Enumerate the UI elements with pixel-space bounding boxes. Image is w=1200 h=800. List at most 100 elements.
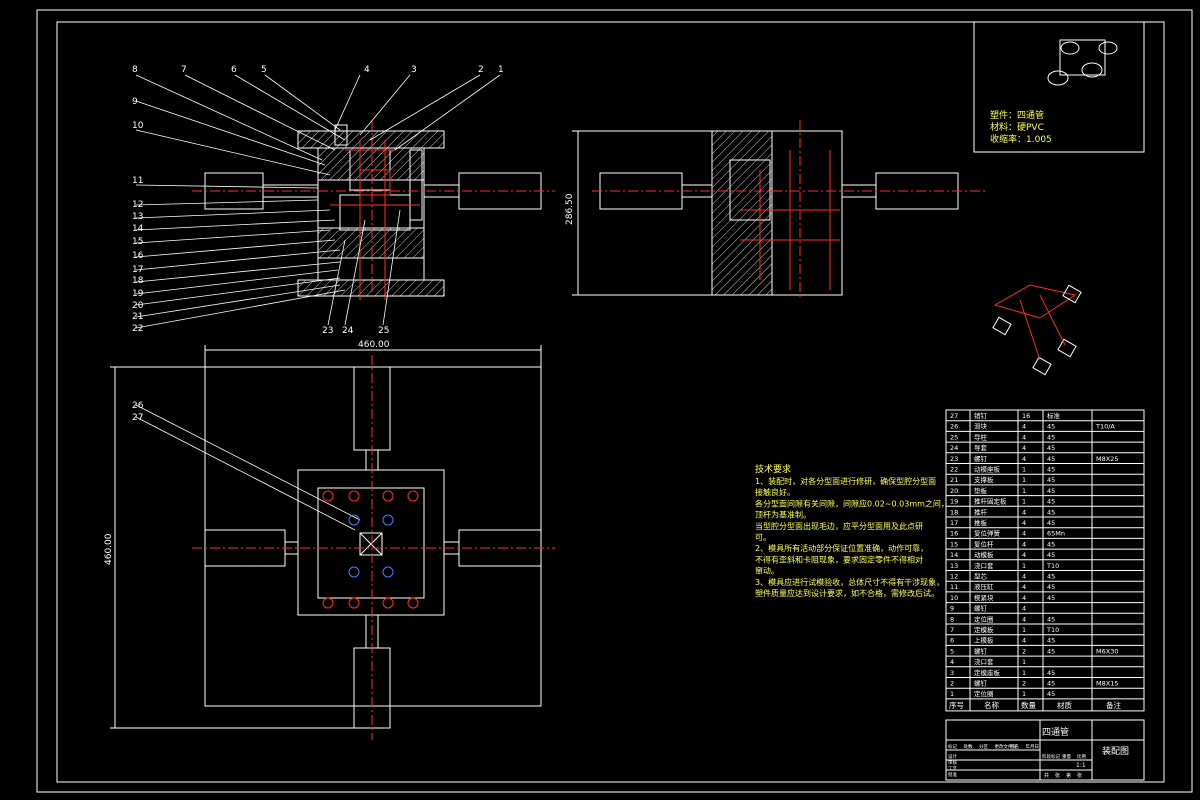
- bom-no: 7: [950, 626, 954, 634]
- title-sheet-label: 共: [1044, 772, 1049, 779]
- bom-material: 45: [1047, 637, 1055, 645]
- title-mark-label: 更改文件号: [995, 743, 1018, 750]
- balloon-14: 14: [132, 224, 144, 234]
- title-block: 四通管 装配图 1:1 标记处数分区更改文件号签名年月日设计审核工艺批准阶段标记…: [945, 719, 1145, 781]
- bom-note: M6X30: [1096, 647, 1118, 655]
- bom-qty: 16: [1022, 412, 1030, 420]
- bom-no: 22: [950, 466, 958, 474]
- balloon-3: 3: [411, 65, 417, 75]
- bom-name: 液压缸: [974, 582, 994, 591]
- bom-name: 定模座板: [974, 668, 1001, 677]
- bom-name: 动模座板: [974, 465, 1001, 474]
- bom-name: 推板: [974, 518, 988, 527]
- bom-no: 21: [950, 476, 958, 484]
- bom-no: 8: [950, 615, 954, 623]
- balloon-7: 7: [181, 65, 187, 75]
- inner-frame: [56, 21, 1165, 783]
- bom-no: 9: [950, 605, 954, 613]
- bom-name: 螺钉: [974, 646, 988, 655]
- title-drawing-name: 装配图: [1102, 745, 1129, 757]
- outer-frame: [36, 9, 1193, 793]
- bom-material: 45: [1047, 433, 1055, 441]
- bom-no: 18: [950, 508, 958, 516]
- bom-name: 复位杆: [974, 539, 994, 548]
- title-weight: 重量: [1062, 753, 1071, 760]
- bom-no: 2: [950, 680, 954, 688]
- bom-note: M8X25: [1096, 455, 1118, 463]
- bom-no: 16: [950, 530, 958, 538]
- part-material: 材料：硬PVC: [990, 121, 1044, 133]
- bom-material: 45: [1047, 487, 1055, 495]
- bom-qty: 1: [1022, 476, 1026, 484]
- bom-header-no: 序号: [949, 700, 964, 710]
- balloon-26: 26: [132, 401, 144, 411]
- bom-material: 45: [1047, 594, 1055, 602]
- side-section-view: [192, 120, 555, 300]
- bom-name: 螺钉: [974, 679, 988, 688]
- title-role-label: 批准: [948, 771, 957, 778]
- title-part-name: 四通管: [1042, 726, 1069, 738]
- bom-qty: 1: [1022, 498, 1026, 506]
- mechanism-isometric: [992, 284, 1082, 376]
- balloon-6: 6: [231, 65, 237, 75]
- bom-header-qty: 数量: [1021, 700, 1037, 710]
- title-sheet-label: 第: [1066, 772, 1071, 779]
- title-sheet-label: 张: [1055, 772, 1060, 779]
- bom-material: 45: [1047, 669, 1055, 677]
- bom-material: T10: [1046, 562, 1059, 570]
- bom-material: 45: [1047, 680, 1055, 688]
- bom-name: 垫板: [974, 486, 988, 495]
- balloon-19: 19: [132, 289, 144, 299]
- title-mark-label: 签名: [1010, 743, 1019, 750]
- bom-material: 45: [1047, 423, 1055, 431]
- bom-no: 5: [950, 647, 954, 655]
- bom-name: 推杆: [974, 507, 988, 516]
- bom-no: 25: [950, 433, 958, 441]
- title-sheet-label: 张: [1077, 772, 1082, 779]
- balloon-9: 9: [132, 97, 138, 107]
- bom-header-note: 备注: [1106, 700, 1122, 710]
- balloon-21: 21: [132, 312, 143, 322]
- product-isometric: [1047, 39, 1118, 86]
- bom-no: 17: [950, 519, 958, 527]
- bom-material: 45: [1047, 647, 1055, 655]
- tech-line: 可。: [755, 533, 771, 542]
- title-mark-label: 年月日: [1026, 743, 1040, 750]
- bom-no: 3: [950, 669, 954, 677]
- bom-material: 45: [1047, 476, 1055, 484]
- bom-name: 滑块: [974, 422, 988, 431]
- balloon-1: 1: [498, 65, 504, 75]
- bom-no: 20: [950, 487, 958, 495]
- bom-name: 螺钉: [974, 604, 988, 613]
- balloon-8: 8: [132, 65, 138, 75]
- bom-qty: 4: [1022, 444, 1026, 452]
- bom-qty: 4: [1022, 423, 1026, 431]
- bom-no: 27: [950, 412, 958, 420]
- bom-qty: 4: [1022, 540, 1026, 548]
- bom-note: M8X15: [1096, 680, 1118, 688]
- bom-qty: 4: [1022, 583, 1026, 591]
- bom-qty: 4: [1022, 551, 1026, 559]
- bom-qty: 4: [1022, 519, 1026, 527]
- bom-material: 45: [1047, 444, 1055, 452]
- dim-plan-width: 460.00: [358, 340, 390, 350]
- bom-name: 上模板: [974, 636, 994, 645]
- part-name: 塑件：四通管: [990, 109, 1044, 121]
- bom-no: 14: [950, 551, 958, 559]
- bom-qty: 2: [1022, 647, 1026, 655]
- bom-material: 45: [1047, 551, 1055, 559]
- bom-material: 45: [1047, 690, 1055, 698]
- title-mark-label: 处数: [964, 743, 973, 750]
- bom-no: 24: [950, 444, 958, 452]
- title-mark-label: 分区: [979, 743, 988, 750]
- bom-qty: 1: [1022, 487, 1026, 495]
- balloon-25: 25: [378, 326, 389, 336]
- tech-line: 各分型面间隙有关间隙，间隙应0.02~0.03mm之间，: [755, 498, 949, 508]
- tech-line: 当型腔分型面出现毛边，应平分型面用及此点研: [755, 521, 923, 531]
- bom-qty: 4: [1022, 615, 1026, 623]
- bom-name: 浇口套: [974, 561, 994, 570]
- bom-material: 标准: [1047, 411, 1061, 420]
- bom-no: 11: [950, 583, 958, 591]
- bom-no: 1: [950, 690, 954, 698]
- bom-qty: 1: [1022, 658, 1026, 666]
